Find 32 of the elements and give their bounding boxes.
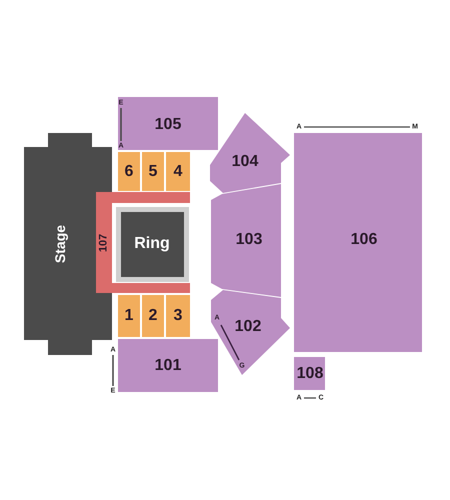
section-number: 2 [148,308,158,324]
seating-section [210,113,290,193]
seating-section [142,152,164,191]
seating-section [211,290,290,375]
section-number: 102 [234,319,262,335]
seating-section [166,152,190,191]
seating-section [118,97,218,150]
seating-section [118,339,218,392]
seating-section [294,133,422,352]
section-number: 105 [154,117,182,133]
section-number: 104 [232,154,258,170]
ring-label: Ring [134,236,170,252]
section-number: 3 [174,308,182,324]
section-number: 103 [236,232,262,248]
section-number: 107 [98,234,110,252]
section-number: 5 [148,164,158,180]
seating-section [118,152,140,191]
section-number: 1 [124,308,134,324]
section-number: 6 [124,164,134,180]
seating-section [96,192,190,293]
section-number: 108 [296,366,324,382]
section-number: 4 [174,164,182,180]
section-number: 101 [154,358,182,374]
section-number: 106 [350,232,378,248]
seating-section [294,357,325,390]
seating-section [142,295,164,337]
stage-label: Stage [53,224,67,264]
seating-section [118,295,140,337]
seating-section [211,184,281,297]
seating-section [166,295,190,337]
boxing-ring [116,207,189,282]
stage-area [24,133,112,355]
